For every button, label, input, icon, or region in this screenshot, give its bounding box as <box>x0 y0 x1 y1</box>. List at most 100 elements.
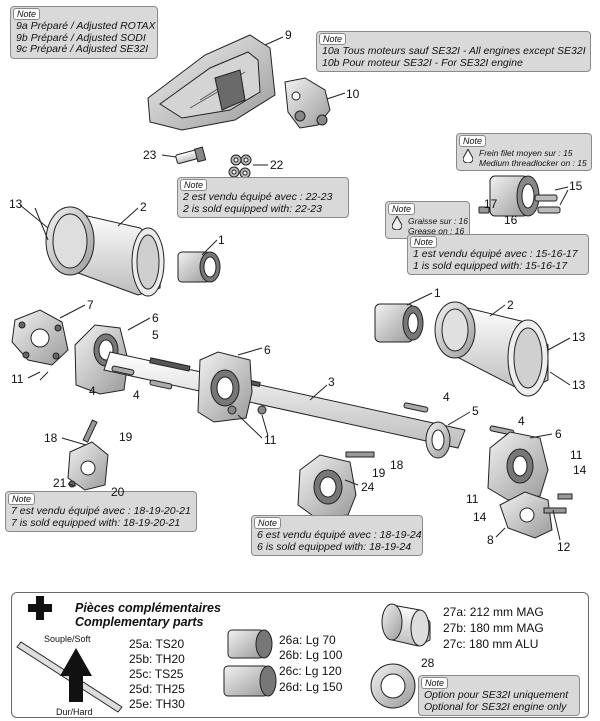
callout-number: 18 <box>390 458 404 472</box>
callout-number: 13 <box>572 378 586 392</box>
hub-option: 26a: Lg 70 <box>279 633 336 647</box>
bearing-carrier-lower-part <box>297 451 375 519</box>
axle-option: 25c: TS25 <box>129 667 184 681</box>
note-tag: Note <box>459 135 487 147</box>
callout-number: 20 <box>111 485 125 499</box>
callout-number: 18 <box>44 431 58 445</box>
callout-number: 4 <box>518 414 525 428</box>
wheel-option: 27a: 212 mm MAG <box>443 605 544 619</box>
note-7: Note 7 est vendu équipé avec : 18-19-20-… <box>5 491 197 532</box>
note-line: Graisse sur : 16 <box>408 216 468 226</box>
note-line: 2 is sold equipped with: 22-23 <box>183 202 322 215</box>
note-line: 6 est vendu équipé avec : 18-19-24 <box>257 529 422 541</box>
callout-number: 22 <box>270 158 284 172</box>
note-line: 1 is sold equipped with: 15-16-17 <box>413 259 568 272</box>
note-line: Medium threadlocker on : 15 <box>479 158 587 168</box>
hubs-icon <box>223 629 277 697</box>
axle-part <box>103 351 466 449</box>
bolt-part <box>175 146 207 164</box>
note-line: 6 is sold equipped with: 18-19-24 <box>257 540 412 553</box>
callout-number: 4 <box>89 384 96 398</box>
callout-number: 10 <box>346 87 360 101</box>
drop-icon <box>392 216 402 230</box>
note-tag: Note <box>410 236 438 248</box>
note-line: Frein filet moyen sur : 15 <box>479 148 573 158</box>
note-line: 9c Préparé / Adjusted SE32I <box>16 43 149 55</box>
callout-number: 11 <box>466 492 479 506</box>
hub-right-detail-part <box>478 175 561 217</box>
callout-number: 5 <box>472 404 479 418</box>
callout-number: 2 <box>507 298 514 312</box>
callout-number: 16 <box>504 213 518 227</box>
hub-left-part <box>177 251 221 283</box>
bearing-carrier-center-part <box>197 351 267 423</box>
callout-number: 19 <box>119 430 133 444</box>
arrow-bottom-label: Dur/Hard <box>56 707 93 717</box>
note-line: 7 est vendu équipé avec : 18-19-20-21 <box>11 505 191 517</box>
note-line: 7 is sold equipped with: 18-19-20-21 <box>11 516 181 529</box>
plate-callout: 28 <box>421 656 435 670</box>
plus-icon <box>28 596 52 620</box>
wheel-small-icon <box>381 603 431 647</box>
nuts-part <box>228 154 252 179</box>
callout-number: 11 <box>264 433 277 447</box>
callout-number: 11 <box>11 372 24 386</box>
callout-number: 14 <box>473 510 487 524</box>
callout-number: 6 <box>555 427 562 441</box>
callout-number: 1 <box>434 286 441 300</box>
note-tag: Note <box>421 677 449 689</box>
wheel-right-part <box>434 301 549 397</box>
callout-number: 2 <box>140 200 147 214</box>
note-tag: Note <box>319 33 347 45</box>
keys-part <box>111 365 515 436</box>
support-plate-part <box>499 491 573 539</box>
callout-number: 4 <box>443 390 450 404</box>
callout-number: 7 <box>87 298 94 312</box>
axle-option: 25e: TH30 <box>129 697 185 711</box>
axle-option: 25d: TH25 <box>129 682 185 696</box>
note-tag: Note <box>254 517 282 529</box>
note-line: Grease on : 16 <box>408 226 465 236</box>
callout-number: 21 <box>53 476 67 490</box>
callout-number: 6 <box>152 311 159 325</box>
note-tag: Note <box>13 8 41 20</box>
callout-number: 4 <box>133 388 140 402</box>
complementary-title-fr: Pièces complémentaires <box>75 601 221 615</box>
hub-option: 26b: Lg 100 <box>279 648 343 662</box>
bearing-carrier-left-part <box>74 324 129 395</box>
callout-number: 14 <box>573 463 587 477</box>
wheel-option: 27b: 180 mm MAG <box>443 621 544 635</box>
callout-number: 12 <box>557 540 571 554</box>
spindle-part <box>67 419 109 491</box>
complementary-title-en: Complementary parts <box>75 615 204 629</box>
callout-number: 11 <box>570 448 583 462</box>
bracket-part <box>284 77 331 129</box>
arrow-top-label: Souple/Soft <box>44 634 91 644</box>
note-15: Note Frein filet moyen sur : 15 Medium t… <box>456 133 592 171</box>
callout-number: 1 <box>218 233 225 247</box>
callout-number: 3 <box>328 375 335 389</box>
callout-number: 19 <box>372 466 386 480</box>
axle-option: 25a: TS20 <box>129 637 185 651</box>
callout-number: 5 <box>152 328 159 342</box>
note-line: 9b Préparé / Adjusted SODI <box>16 31 146 44</box>
axle-option: 25b: TH20 <box>129 652 185 666</box>
callout-number: 6 <box>264 343 271 357</box>
note-line: 9a Préparé / Adjusted ROTAX <box>16 20 156 32</box>
complementary-parts-box <box>11 592 589 718</box>
hub-option: 26d: Lg 150 <box>279 680 343 694</box>
note-line: Optional for SE32I engine only <box>424 700 567 713</box>
callout-number: 17 <box>484 197 498 211</box>
note-tag: Note <box>388 203 416 215</box>
callout-number: 13 <box>572 330 586 344</box>
note-1: Note 1 est vendu équipé avec : 15-16-17 … <box>407 234 589 275</box>
wheel-left-part <box>45 206 165 297</box>
collar-right-part <box>425 421 451 459</box>
callout-number: 13 <box>9 197 23 211</box>
callout-number: 24 <box>361 480 375 494</box>
chain-guard-part <box>147 34 276 131</box>
note-6: Note 6 est vendu équipé avec : 18-19-24 … <box>251 515 423 556</box>
callout-number: 9 <box>285 28 292 42</box>
plate-ring-icon <box>370 663 416 709</box>
